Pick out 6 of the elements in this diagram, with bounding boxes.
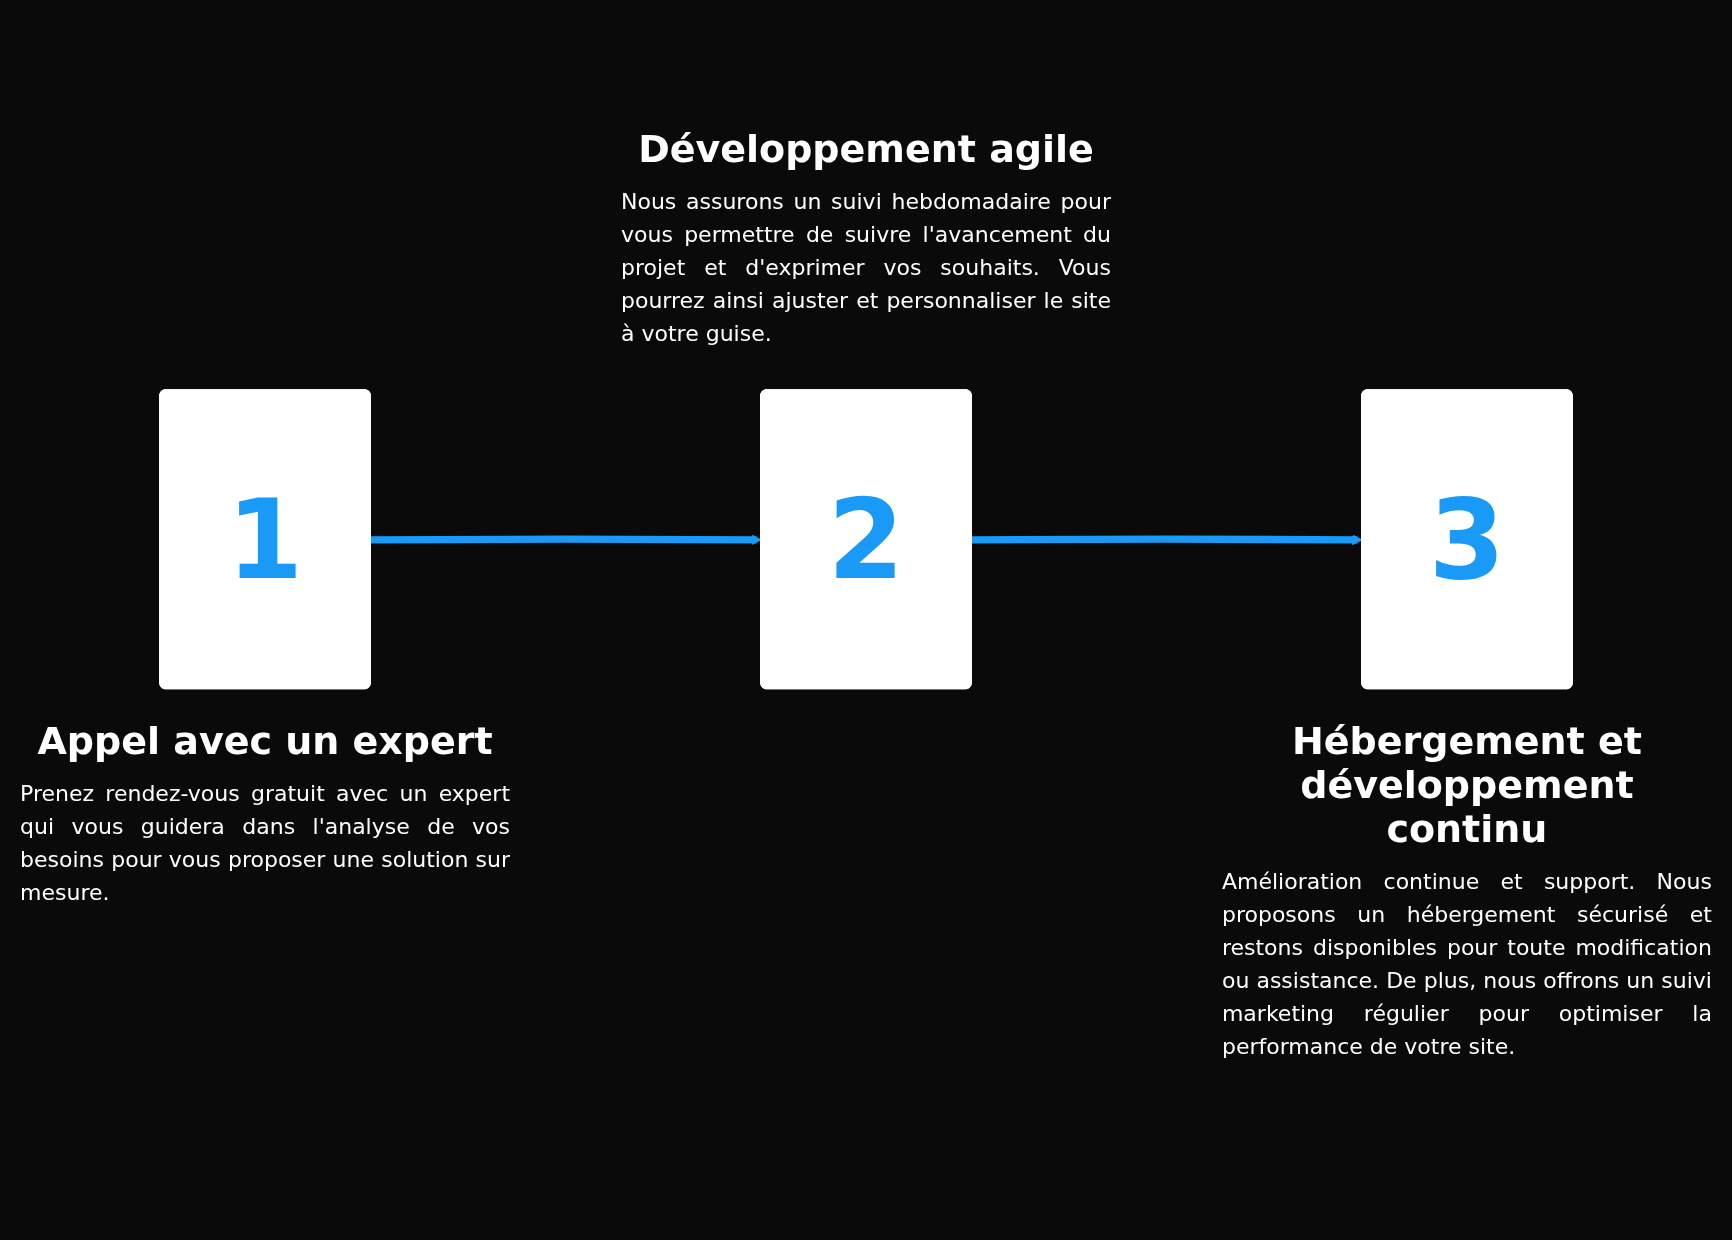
step-description: Nous assurons un suivi hebdomadaire pour vous permettre de suivre l'avancement du projet et d'exprimer vos souhaits. Vous pourrez ainsi ajuster et personnaliser le site à votre guise. <box>621 187 1111 348</box>
step-heading: Appel avec un expert <box>36 718 494 763</box>
step-heading: Développement agile <box>637 126 1095 171</box>
step-description: Prenez rendez-vous gratuit avec un expert qui vous guidera dans l'analyse de vos besoins pour vous proposer une solution sur mesure. <box>20 779 511 907</box>
step-heading: Hébergement et développement continu <box>1290 718 1643 851</box>
step-description: Amélioration continue et support. Nous proposons un hébergement sécurisé et restons disponibles pour toute modification ou assistance. De plus, nous offrons un suivi marketing régulier pour optimiser la performance de votre site. <box>1221 867 1712 1061</box>
